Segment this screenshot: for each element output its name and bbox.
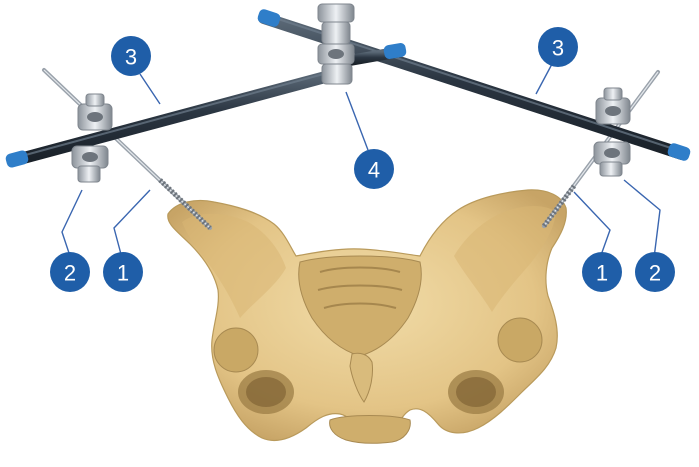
right-acetabulum — [498, 318, 542, 362]
leader-right-clamp — [624, 180, 660, 258]
leader-right-rod — [536, 64, 552, 94]
rod-end-cap-right — [666, 142, 691, 162]
callout-badge-left-rod: 3 — [111, 36, 151, 76]
left-rod — [16, 72, 344, 160]
right-upper-clamp — [596, 88, 630, 124]
rod-clamp-icon — [72, 4, 630, 182]
callout-label-left-rod: 3 — [125, 45, 137, 70]
right-foramen-depth — [456, 377, 496, 407]
pelvis-bone-icon — [168, 190, 567, 443]
callout-badge-right-pin: 1 — [582, 252, 622, 292]
right-lower-clamp — [594, 142, 630, 176]
rod-end-cap-left — [5, 149, 30, 168]
callout-badge-right-rod: 3 — [538, 27, 578, 67]
leader-central-clamp — [346, 92, 368, 150]
left-rod-sheen — [18, 69, 342, 157]
leader-right-pin — [574, 192, 610, 258]
leader-left-rod — [140, 74, 160, 104]
left-foramen-depth — [246, 377, 286, 407]
left-lower-clamp — [72, 146, 108, 182]
callout-badge-left-clamp: 2 — [50, 252, 90, 292]
callout-label-left-pin: 1 — [117, 261, 129, 286]
callout-label-right-rod: 3 — [552, 36, 564, 61]
callout-label-right-clamp: 2 — [649, 261, 661, 286]
rod-end-cap-top — [256, 8, 281, 28]
callout-badge-left-pin: 1 — [103, 252, 143, 292]
leader-left-pin — [114, 190, 150, 258]
pubic-symphysis — [330, 416, 411, 444]
leader-left-clamp — [62, 190, 82, 256]
central-clamp — [318, 4, 354, 84]
callout-label-central-clamp: 4 — [368, 158, 380, 183]
callout-label-left-clamp: 2 — [64, 261, 76, 286]
left-upper-clamp — [78, 94, 112, 130]
callout-badge-right-clamp: 2 — [635, 252, 675, 292]
callout-label-right-pin: 1 — [596, 261, 608, 286]
callout-badge-central-clamp: 4 — [354, 149, 394, 189]
left-acetabulum — [214, 328, 258, 372]
